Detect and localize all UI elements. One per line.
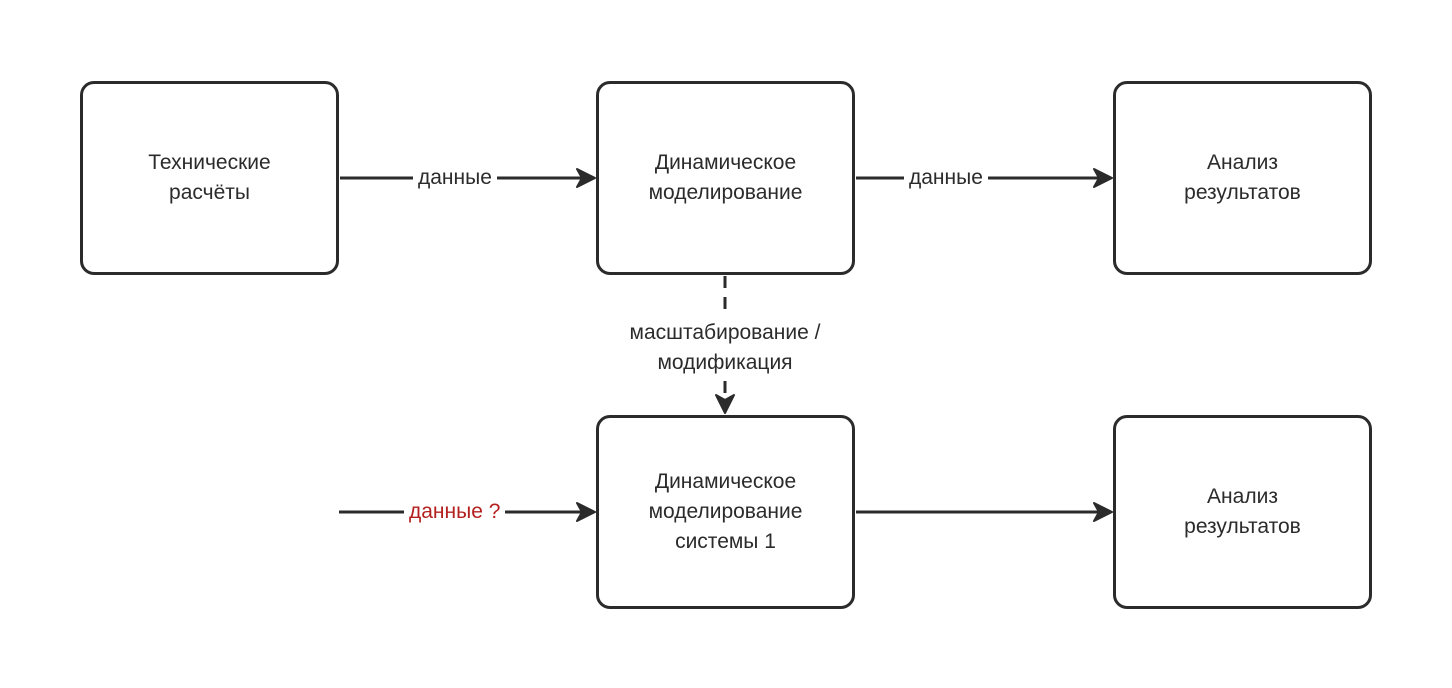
node-dyn-model-line2: моделирование [648, 181, 803, 204]
node-dyn-model-sys1-line3: системы 1 [675, 530, 776, 553]
node-dyn-model-sys1: Динамическое моделирование системы 1 [596, 415, 855, 609]
edge-label-tech-to-dyn: данные [413, 163, 497, 193]
node-tech-calc: Технические расчёты [80, 81, 339, 275]
node-dyn-model-line1: Динамическое [654, 151, 797, 174]
edge-label-scaling-line1: масштабирование / [629, 321, 821, 344]
node-analysis-bottom-line1: Анализ [1207, 485, 1278, 508]
edge-label-scaling-line2: модификация [657, 351, 793, 374]
node-dyn-model-sys1-line1: Динамическое [654, 470, 797, 493]
node-analysis-bottom: Анализ результатов [1113, 415, 1372, 609]
node-analysis-top-line2: результатов [1184, 181, 1301, 204]
node-dyn-model: Динамическое моделирование [596, 81, 855, 275]
node-analysis-bottom-line2: результатов [1184, 515, 1301, 538]
node-tech-calc-line1: Технические [148, 151, 271, 174]
node-dyn-model-sys1-line2: моделирование [648, 500, 803, 523]
edge-label-scaling: масштабирование / модификация [610, 316, 840, 380]
edge-label-dyn-to-analysis: данные [904, 163, 988, 193]
edge-label-input-to-sys1: данные ? [404, 497, 506, 527]
node-tech-calc-line2: расчёты [169, 181, 250, 204]
node-analysis-top: Анализ результатов [1113, 81, 1372, 275]
node-analysis-top-line1: Анализ [1207, 151, 1278, 174]
